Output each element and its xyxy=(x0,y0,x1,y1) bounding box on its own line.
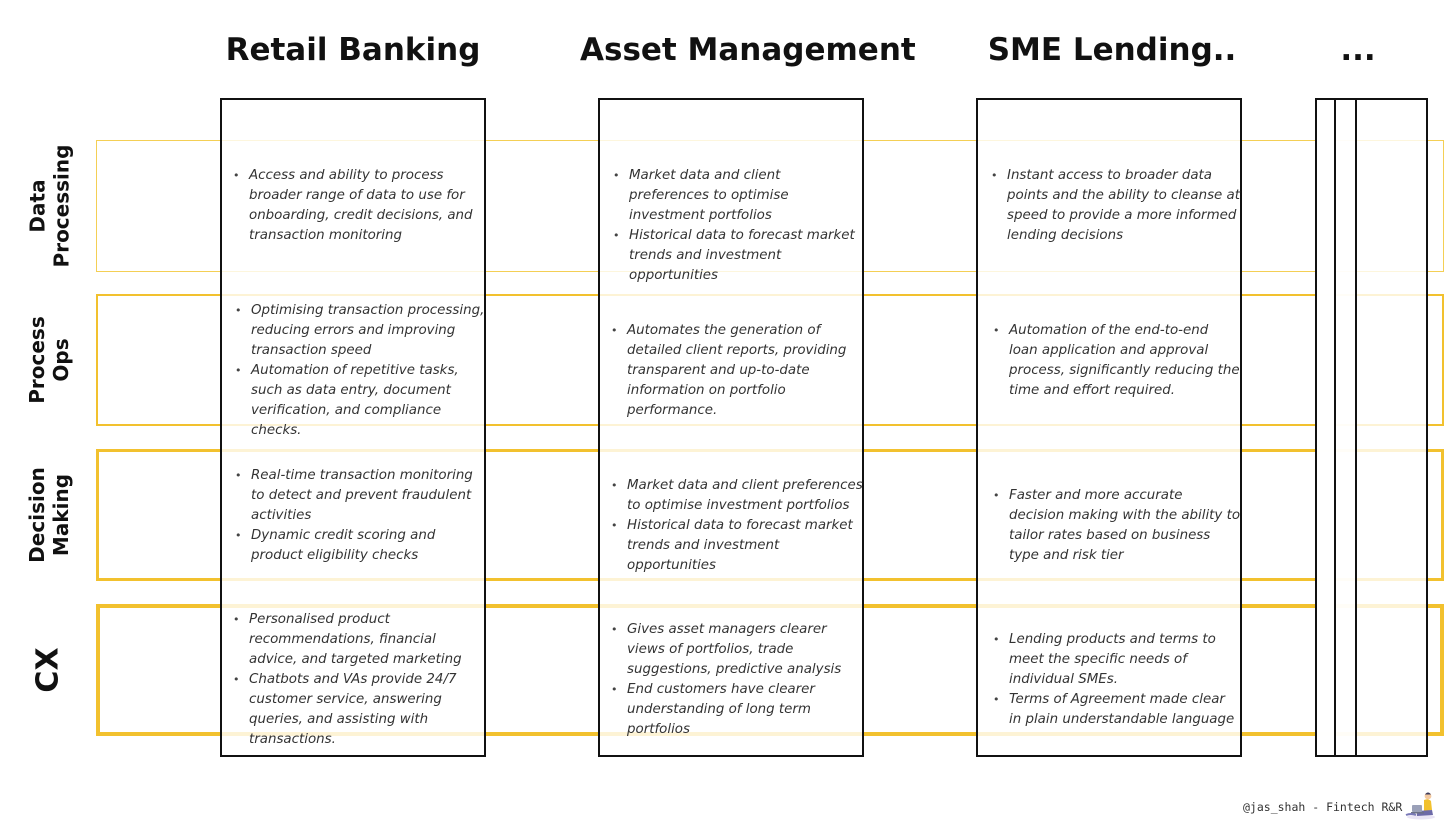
bullet-item: End customers have clearer understanding… xyxy=(611,680,863,740)
bullet-item: Automation of repetitive tasks, such as … xyxy=(235,361,485,441)
bullet-item: Historical data to forecast market trend… xyxy=(613,226,863,286)
bullet-item: Market data and client preferences to op… xyxy=(613,166,863,226)
cell-retail-process-ops: Optimising transaction processing, reduc… xyxy=(235,301,485,441)
row-label-cx: CX xyxy=(31,647,66,693)
bullet-item: Automates the generation of detailed cli… xyxy=(611,321,863,421)
cell-retail-data-processing: Access and ability to process broader ra… xyxy=(233,166,483,246)
column-title-sme-lending: SME Lending.. xyxy=(987,32,1237,68)
row-label-process-ops: Process Ops xyxy=(25,316,73,404)
cell-sme-data-processing: Instant access to broader data points an… xyxy=(991,166,1241,246)
person-with-laptop-icon xyxy=(1405,792,1435,820)
column-title-more: ... xyxy=(1340,32,1376,68)
cell-asset-data-processing: Market data and client preferences to op… xyxy=(613,166,863,286)
bullet-item: Faster and more accurate decision making… xyxy=(993,486,1241,566)
cell-sme-process-ops: Automation of the end-to-end loan applic… xyxy=(993,321,1241,401)
bullet-item: Gives asset managers clearer views of po… xyxy=(611,620,863,680)
cell-asset-process-ops: Automates the generation of detailed cli… xyxy=(611,321,863,421)
author-credit: @jas_shah - Fintech R&R xyxy=(1243,800,1403,814)
bullet-item: Access and ability to process broader ra… xyxy=(233,166,483,246)
bullet-item: Optimising transaction processing, reduc… xyxy=(235,301,485,361)
bullet-item: Personalised product recommendations, fi… xyxy=(233,610,485,670)
bullet-item: Terms of Agreement made clear in plain u… xyxy=(993,690,1241,730)
bullet-item: Chatbots and VAs provide 24/7 customer s… xyxy=(233,670,485,750)
bullet-item: Historical data to forecast market trend… xyxy=(611,516,863,576)
bullet-item: Lending products and terms to meet the s… xyxy=(993,630,1241,690)
cell-sme-cx: Lending products and terms to meet the s… xyxy=(993,630,1241,730)
bullet-item: Automation of the end-to-end loan applic… xyxy=(993,321,1241,401)
cell-asset-decision-making: Market data and client preferences to op… xyxy=(611,476,863,576)
row-label-data-processing: Data Processing xyxy=(25,144,73,268)
bullet-item: Instant access to broader data points an… xyxy=(991,166,1241,246)
cell-retail-cx: Personalised product recommendations, fi… xyxy=(233,610,485,750)
column-title-retail-banking: Retail Banking xyxy=(225,32,481,68)
cell-sme-decision-making: Faster and more accurate decision making… xyxy=(993,486,1241,566)
placeholder-column-box xyxy=(1315,98,1336,757)
cell-retail-decision-making: Real-time transaction monitoring to dete… xyxy=(235,466,485,566)
bullet-item: Real-time transaction monitoring to dete… xyxy=(235,466,485,526)
cell-asset-cx: Gives asset managers clearer views of po… xyxy=(611,620,863,740)
bullet-item: Market data and client preferences to op… xyxy=(611,476,863,516)
column-title-asset-management: Asset Management xyxy=(580,32,916,68)
bullet-item: Dynamic credit scoring and product eligi… xyxy=(235,526,485,566)
row-label-decision-making: Decision Making xyxy=(25,467,73,563)
